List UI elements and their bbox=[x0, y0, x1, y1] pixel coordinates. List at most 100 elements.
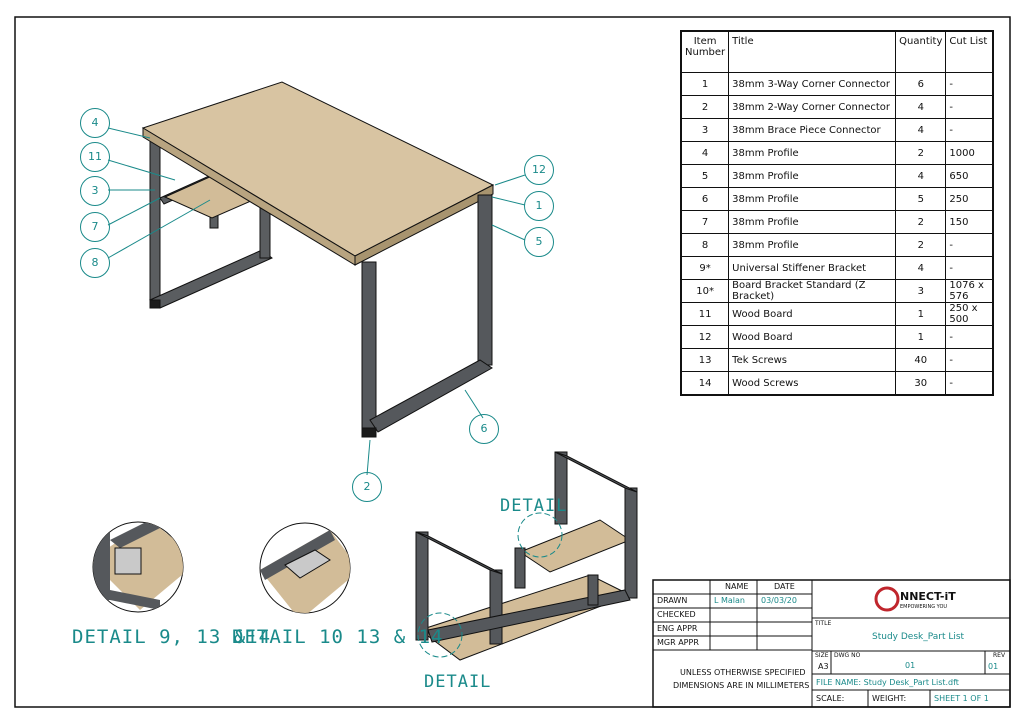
underside-shelf-post bbox=[514, 547, 526, 589]
title-cell: 38mm Profile bbox=[728, 164, 897, 188]
quantity-cell: 30 bbox=[895, 371, 947, 396]
quantity-cell: 4 bbox=[895, 256, 947, 280]
callout-4: 4 bbox=[80, 108, 110, 138]
table-header-row: Item Number Title Quantity Cut List bbox=[680, 30, 994, 73]
underside-rail-3 bbox=[427, 589, 631, 643]
title-cell: 38mm Brace Piece Connector bbox=[728, 118, 897, 142]
tb-size-label: SIZE bbox=[815, 652, 829, 659]
title-cell: 38mm Profile bbox=[728, 187, 897, 211]
tb-drawn-name: L Malan bbox=[714, 596, 745, 605]
tb-size-value: A3 bbox=[818, 662, 829, 671]
callout-12: 12 bbox=[524, 155, 554, 185]
item-number-cell: 3 bbox=[680, 118, 730, 142]
callout-leaders bbox=[107, 127, 526, 476]
item-number-cell: 12 bbox=[680, 325, 730, 349]
quantity-cell: 2 bbox=[895, 210, 947, 234]
title-cell: Tek Screws bbox=[728, 348, 897, 372]
title-block-grid bbox=[652, 579, 1011, 708]
col-title: Title bbox=[728, 30, 897, 73]
assembly-underside-view bbox=[415, 451, 638, 661]
tb-rev-value: 01 bbox=[988, 662, 999, 671]
tb-scale: SCALE: bbox=[816, 694, 845, 703]
col-item-number: Item Number bbox=[680, 30, 730, 73]
quantity-cell: 3 bbox=[895, 279, 947, 303]
item-number-cell: 6 bbox=[680, 187, 730, 211]
quantity-cell: 1 bbox=[895, 302, 947, 326]
callout-1: 1 bbox=[524, 191, 554, 221]
tb-name-header: NAME bbox=[725, 582, 749, 591]
title-cell: Wood Screws bbox=[728, 371, 897, 396]
callout-6: 6 bbox=[469, 414, 499, 444]
tb-file-name: FILE NAME: Study Desk_Part List.dft bbox=[816, 678, 959, 687]
detail-marker-circle-top bbox=[517, 512, 563, 558]
cut-list-cell: 250 x 500 bbox=[945, 302, 994, 326]
quantity-cell: 4 bbox=[895, 118, 947, 142]
cut-list-cell: - bbox=[945, 118, 994, 142]
title-cell: Wood Board bbox=[728, 302, 897, 326]
callout-7: 7 bbox=[80, 212, 110, 242]
callout-8: 8 bbox=[80, 248, 110, 278]
tb-drawn-date: 03/03/20 bbox=[761, 596, 797, 605]
item-number-cell: 1 bbox=[680, 72, 730, 96]
underside-leg-3 bbox=[554, 451, 568, 525]
title-cell: 38mm Profile bbox=[728, 233, 897, 257]
title-cell: Wood Board bbox=[728, 325, 897, 349]
item-number-cell: 9* bbox=[680, 256, 730, 280]
col-quantity: Quantity bbox=[895, 30, 947, 73]
detail-view-b bbox=[259, 522, 351, 614]
detail-label-bottom: DETAIL bbox=[424, 672, 492, 692]
underside-leg-2 bbox=[489, 569, 503, 645]
cut-list-cell: 650 bbox=[945, 164, 994, 188]
cut-list-cell: - bbox=[945, 325, 994, 349]
desk-isometric-view bbox=[141, 81, 495, 438]
cut-list-cell: - bbox=[945, 371, 994, 396]
callout-11: 11 bbox=[80, 142, 110, 172]
cut-list-cell: - bbox=[945, 72, 994, 96]
title-cell: Universal Stiffener Bracket bbox=[728, 256, 897, 280]
cut-list-cell: 250 bbox=[945, 187, 994, 211]
tb-checked: CHECKED bbox=[657, 610, 696, 619]
tb-title-value: Study Desk_Part List bbox=[872, 632, 965, 642]
cut-list-cell: - bbox=[945, 348, 994, 372]
title-cell: 38mm Profile bbox=[728, 210, 897, 234]
item-number-cell: 11 bbox=[680, 302, 730, 326]
item-number-cell: 14 bbox=[680, 371, 730, 396]
back-right-post bbox=[259, 207, 271, 259]
underside-shelf-post-2 bbox=[587, 574, 599, 606]
detail-label-b: DETAIL 10 13 & 14 bbox=[232, 626, 444, 648]
item-number-cell: 10* bbox=[680, 279, 730, 303]
underside-shelf bbox=[518, 519, 632, 573]
title-cell: 38mm 2-Way Corner Connector bbox=[728, 95, 897, 119]
tb-note-1: UNLESS OTHERWISE SPECIFIED bbox=[680, 668, 806, 677]
col-cut-list: Cut List bbox=[945, 30, 994, 73]
tb-logo-text: NNECT-iT bbox=[900, 590, 956, 603]
detail-label-a: DETAIL 9, 13 &14 bbox=[72, 626, 272, 648]
cut-list-cell: - bbox=[945, 95, 994, 119]
tb-date-header: DATE bbox=[774, 582, 795, 591]
callout-2: 2 bbox=[352, 472, 382, 502]
tb-title-label: TITLE bbox=[815, 620, 832, 627]
title-cell: 38mm Profile bbox=[728, 141, 897, 165]
tb-eng-appr: ENG APPR bbox=[657, 624, 698, 633]
tb-drawn: DRAWN bbox=[657, 596, 688, 605]
quantity-cell: 4 bbox=[895, 164, 947, 188]
underside-rail-2 bbox=[554, 451, 638, 493]
detail-marker-circle-bottom bbox=[417, 612, 463, 658]
callout-3: 3 bbox=[80, 176, 110, 206]
item-number-cell: 5 bbox=[680, 164, 730, 188]
title-cell: Board Bracket Standard (Z Bracket) bbox=[728, 279, 897, 303]
front-right-leg bbox=[477, 194, 493, 366]
tb-sheet: SHEET 1 OF 1 bbox=[934, 694, 989, 703]
